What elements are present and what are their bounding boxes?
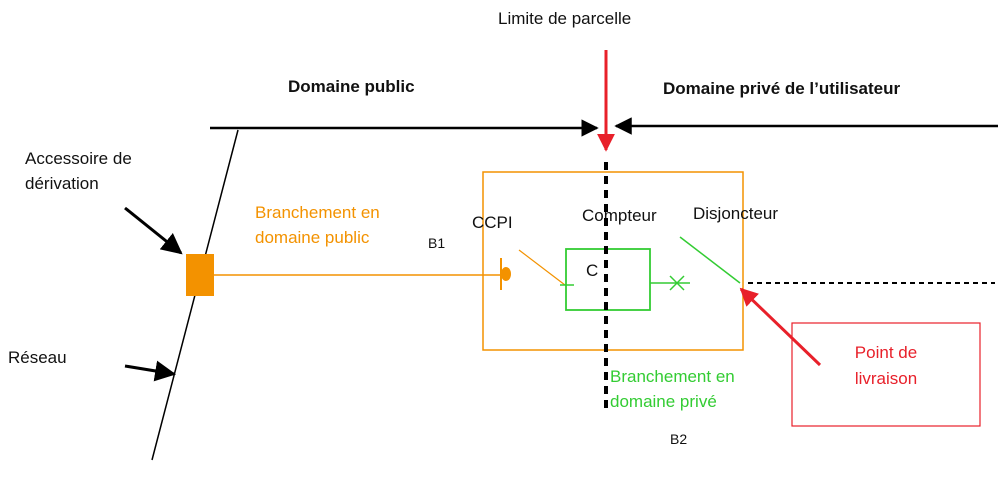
ccpi-switch-line [518, 249, 566, 286]
limite-parcelle-label: Limite de parcelle [498, 9, 631, 28]
reseau-label: Réseau [8, 348, 67, 367]
branchement-public-label-line1: Branchement en [255, 203, 380, 222]
compteur-box-label: C [586, 261, 598, 280]
branchement-public-label-line2: domaine public [255, 228, 370, 247]
point-livraison-arrow [739, 287, 822, 367]
disjoncteur-switch-line [679, 236, 741, 284]
coffret-box [482, 171, 744, 351]
branchement-prive-label-line2: domaine privé [610, 392, 717, 411]
branchement-prive-label-line1: Branchement en [610, 367, 735, 386]
accessoire-label-line1: Accessoire de [25, 149, 132, 168]
point-livraison-label-line2: livraison [855, 369, 917, 388]
point-livraison-box [791, 322, 981, 427]
disjoncteur-label: Disjoncteur [693, 204, 778, 223]
compteur-label: Compteur [582, 206, 657, 225]
accessoire-derivation-block [186, 254, 214, 296]
reseau-pointer-arrow [124, 360, 177, 382]
point-livraison-label-line1: Point de [855, 343, 917, 362]
ccpi-fuse-icon [501, 267, 511, 281]
b2-label: B2 [670, 431, 687, 447]
accessoire-pointer-arrow [124, 206, 183, 255]
disjoncteur-cross-b [669, 275, 685, 291]
domaine-prive-label: Domaine privé de l’utilisateur [663, 79, 901, 98]
ccpi-label: CCPI [472, 213, 513, 232]
accessoire-label-line2: dérivation [25, 174, 99, 193]
domaine-public-label: Domaine public [288, 77, 415, 96]
b1-label: B1 [428, 235, 445, 251]
